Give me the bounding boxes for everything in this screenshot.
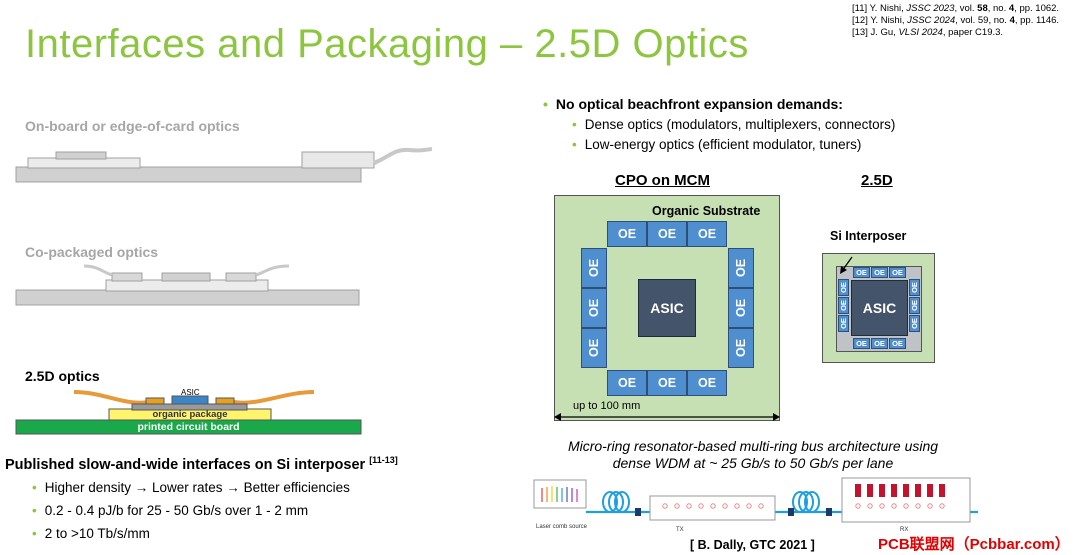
onboard-diagram bbox=[15, 147, 433, 183]
sub-bullet-lowenergy: •Low-energy optics (efficient modulator,… bbox=[572, 137, 862, 152]
copackaged-diagram bbox=[15, 264, 360, 306]
oe-s-right-2: OE bbox=[909, 297, 920, 314]
page-title: Interfaces and Packaging – 2.5D Optics bbox=[25, 22, 749, 66]
references: [11] Y. Nishi, JSSC 2023, vol. 58, no. 4… bbox=[852, 3, 1059, 39]
pcb-label: printed circuit board bbox=[137, 421, 240, 433]
bullet-density: •Higher density → Lower rates → Better e… bbox=[32, 480, 350, 495]
d25-heading: 2.5D bbox=[861, 172, 893, 189]
oe-top-2: OE bbox=[647, 221, 687, 247]
si-interposer-arrow bbox=[840, 256, 853, 274]
oe-top-1: OE bbox=[607, 221, 647, 247]
asic-cpo: ASIC bbox=[638, 279, 696, 337]
oe-s-bottom-1: OE bbox=[853, 338, 870, 349]
caption-line-1: Micro-ring resonator-based multi-ring bu… bbox=[567, 438, 939, 454]
oe-s-right-3: OE bbox=[909, 315, 920, 332]
oe-s-bottom-2: OE bbox=[871, 338, 888, 349]
asic-25d: ASIC bbox=[851, 280, 908, 336]
onboard-label: On-board or edge-of-card optics bbox=[25, 118, 240, 134]
oe-left-2: OE bbox=[581, 288, 607, 328]
main-bullet: •No optical beachfront expansion demands… bbox=[543, 96, 843, 112]
oe-bottom-3: OE bbox=[687, 370, 727, 396]
dimension-label: up to 100 mm bbox=[573, 400, 641, 412]
copackaged-label: Co-packaged optics bbox=[25, 244, 159, 260]
asic-small-label: ASIC bbox=[181, 388, 200, 397]
citation: [ B. Dally, GTC 2021 ] bbox=[690, 538, 815, 552]
oe-s-left-3: OE bbox=[838, 315, 849, 332]
oe-s-bottom-3: OE bbox=[889, 338, 906, 349]
rx-label: RX bbox=[900, 527, 909, 533]
oe-s-top-2: OE bbox=[871, 267, 888, 278]
oe-right-1: OE bbox=[728, 248, 754, 288]
oe-s-left-1: OE bbox=[838, 279, 849, 296]
reference-12: [12] Y. Nishi, JSSC 2024, vol. 59, no. 4… bbox=[852, 15, 1060, 26]
watermark: PCB联盟网（Pcbbar.com） bbox=[878, 536, 1070, 553]
published-heading: Published slow-and-wide interfaces on Si… bbox=[5, 455, 398, 473]
published-refs: [11-13] bbox=[369, 455, 398, 465]
bullet-energy: •0.2 - 0.4 pJ/b for 25 - 50 Gb/s over 1 … bbox=[32, 503, 309, 518]
sub-bullet-dense: •Dense optics (modulators, multiplexers,… bbox=[572, 117, 896, 132]
microring-architecture bbox=[533, 477, 978, 523]
caption-line-2: dense WDM at ~ 25 Gb/s to 50 Gb/s per la… bbox=[612, 455, 894, 471]
oe-s-top-1: OE bbox=[853, 267, 870, 278]
oe-bottom-2: OE bbox=[647, 370, 687, 396]
oe-right-2: OE bbox=[728, 288, 754, 328]
ring-caption: Micro-ring resonator-based multi-ring bu… bbox=[538, 438, 968, 472]
oe-s-top-3: OE bbox=[889, 267, 906, 278]
optics25d-label: 2.5D optics bbox=[25, 368, 100, 384]
reference-11: [11] Y. Nishi, JSSC 2023, vol. 58, no. 4… bbox=[852, 3, 1060, 14]
cpo-heading: CPO on MCM bbox=[615, 172, 710, 189]
reference-13: [13] J. Gu, VLSI 2024, paper C19.3. bbox=[852, 27, 1004, 38]
laser-comb-lines bbox=[541, 486, 578, 502]
optics25d-diagram bbox=[15, 390, 362, 435]
oe-left-3: OE bbox=[581, 328, 607, 368]
oe-s-left-2: OE bbox=[838, 297, 849, 314]
organic-substrate-label: Organic Substrate bbox=[652, 204, 761, 218]
oe-bottom-1: OE bbox=[607, 370, 647, 396]
oe-s-right-1: OE bbox=[909, 279, 920, 296]
oe-left-1: OE bbox=[581, 248, 607, 288]
organic-package-label: organic package bbox=[152, 409, 228, 420]
si-interposer-label: Si Interposer bbox=[830, 229, 907, 243]
oe-top-3: OE bbox=[687, 221, 727, 247]
laser-label: Laser comb source bbox=[536, 524, 588, 530]
tx-label: TX bbox=[676, 527, 684, 533]
dimension-arrow bbox=[554, 413, 780, 421]
bullet-bandwidth: •2 to >10 Tb/s/mm bbox=[32, 526, 150, 541]
oe-right-3: OE bbox=[728, 328, 754, 368]
